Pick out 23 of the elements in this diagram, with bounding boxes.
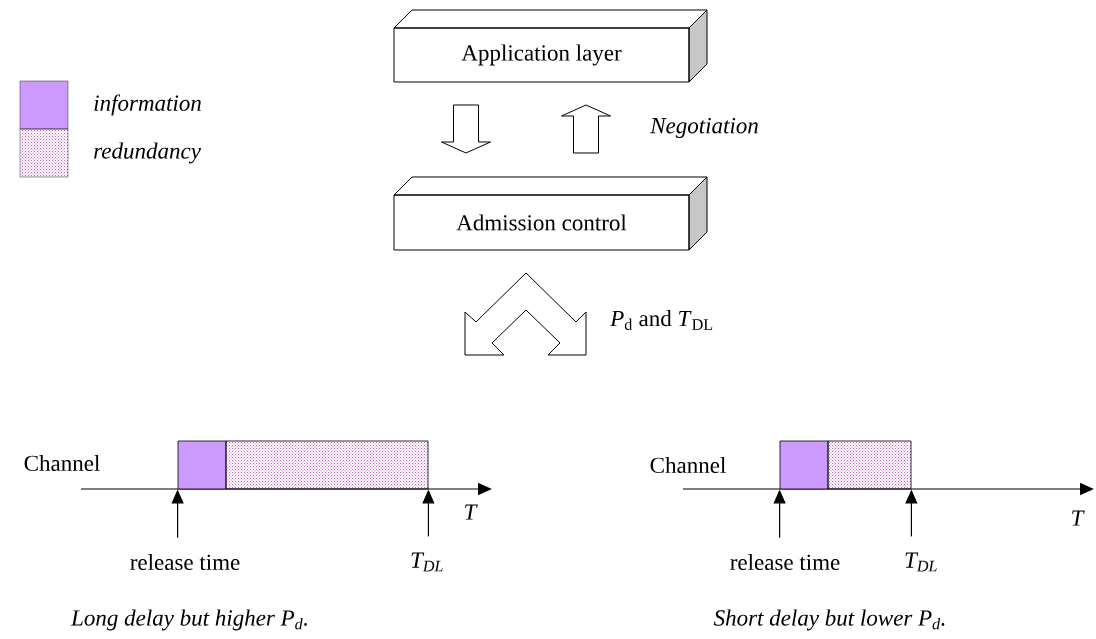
edge-label: Negotiation bbox=[650, 117, 758, 139]
text-label: T bbox=[1072, 510, 1085, 526]
text-label: Short delay but lower P$_{d}$. bbox=[713, 609, 945, 631]
leader-text: T$_{DL}$ bbox=[905, 552, 937, 572]
leader-text: T$_{DL}$ bbox=[411, 552, 443, 572]
information-block bbox=[779, 440, 829, 490]
edge-label: P$_{d}$ and T$_{DL}$ bbox=[610, 310, 713, 330]
legend-label: information bbox=[94, 94, 201, 116]
text-label: Channel bbox=[24, 454, 100, 472]
block-arrow bbox=[561, 104, 611, 154]
block-arrow bbox=[441, 104, 491, 154]
text-label: Channel bbox=[650, 456, 726, 474]
split-arrow bbox=[464, 272, 587, 356]
leader-text: release time bbox=[130, 553, 240, 571]
text-label: Long delay but higher P$_{d}$. bbox=[70, 609, 307, 631]
layer-box: Application layer bbox=[393, 9, 708, 83]
redundancy-block bbox=[827, 440, 912, 490]
layer-box: Admission control bbox=[393, 176, 708, 251]
text-label: T bbox=[465, 504, 478, 520]
information-block bbox=[177, 440, 227, 490]
legend-label: redundancy bbox=[94, 142, 201, 164]
leader-text: release time bbox=[730, 553, 840, 571]
redundancy-block bbox=[225, 440, 429, 490]
